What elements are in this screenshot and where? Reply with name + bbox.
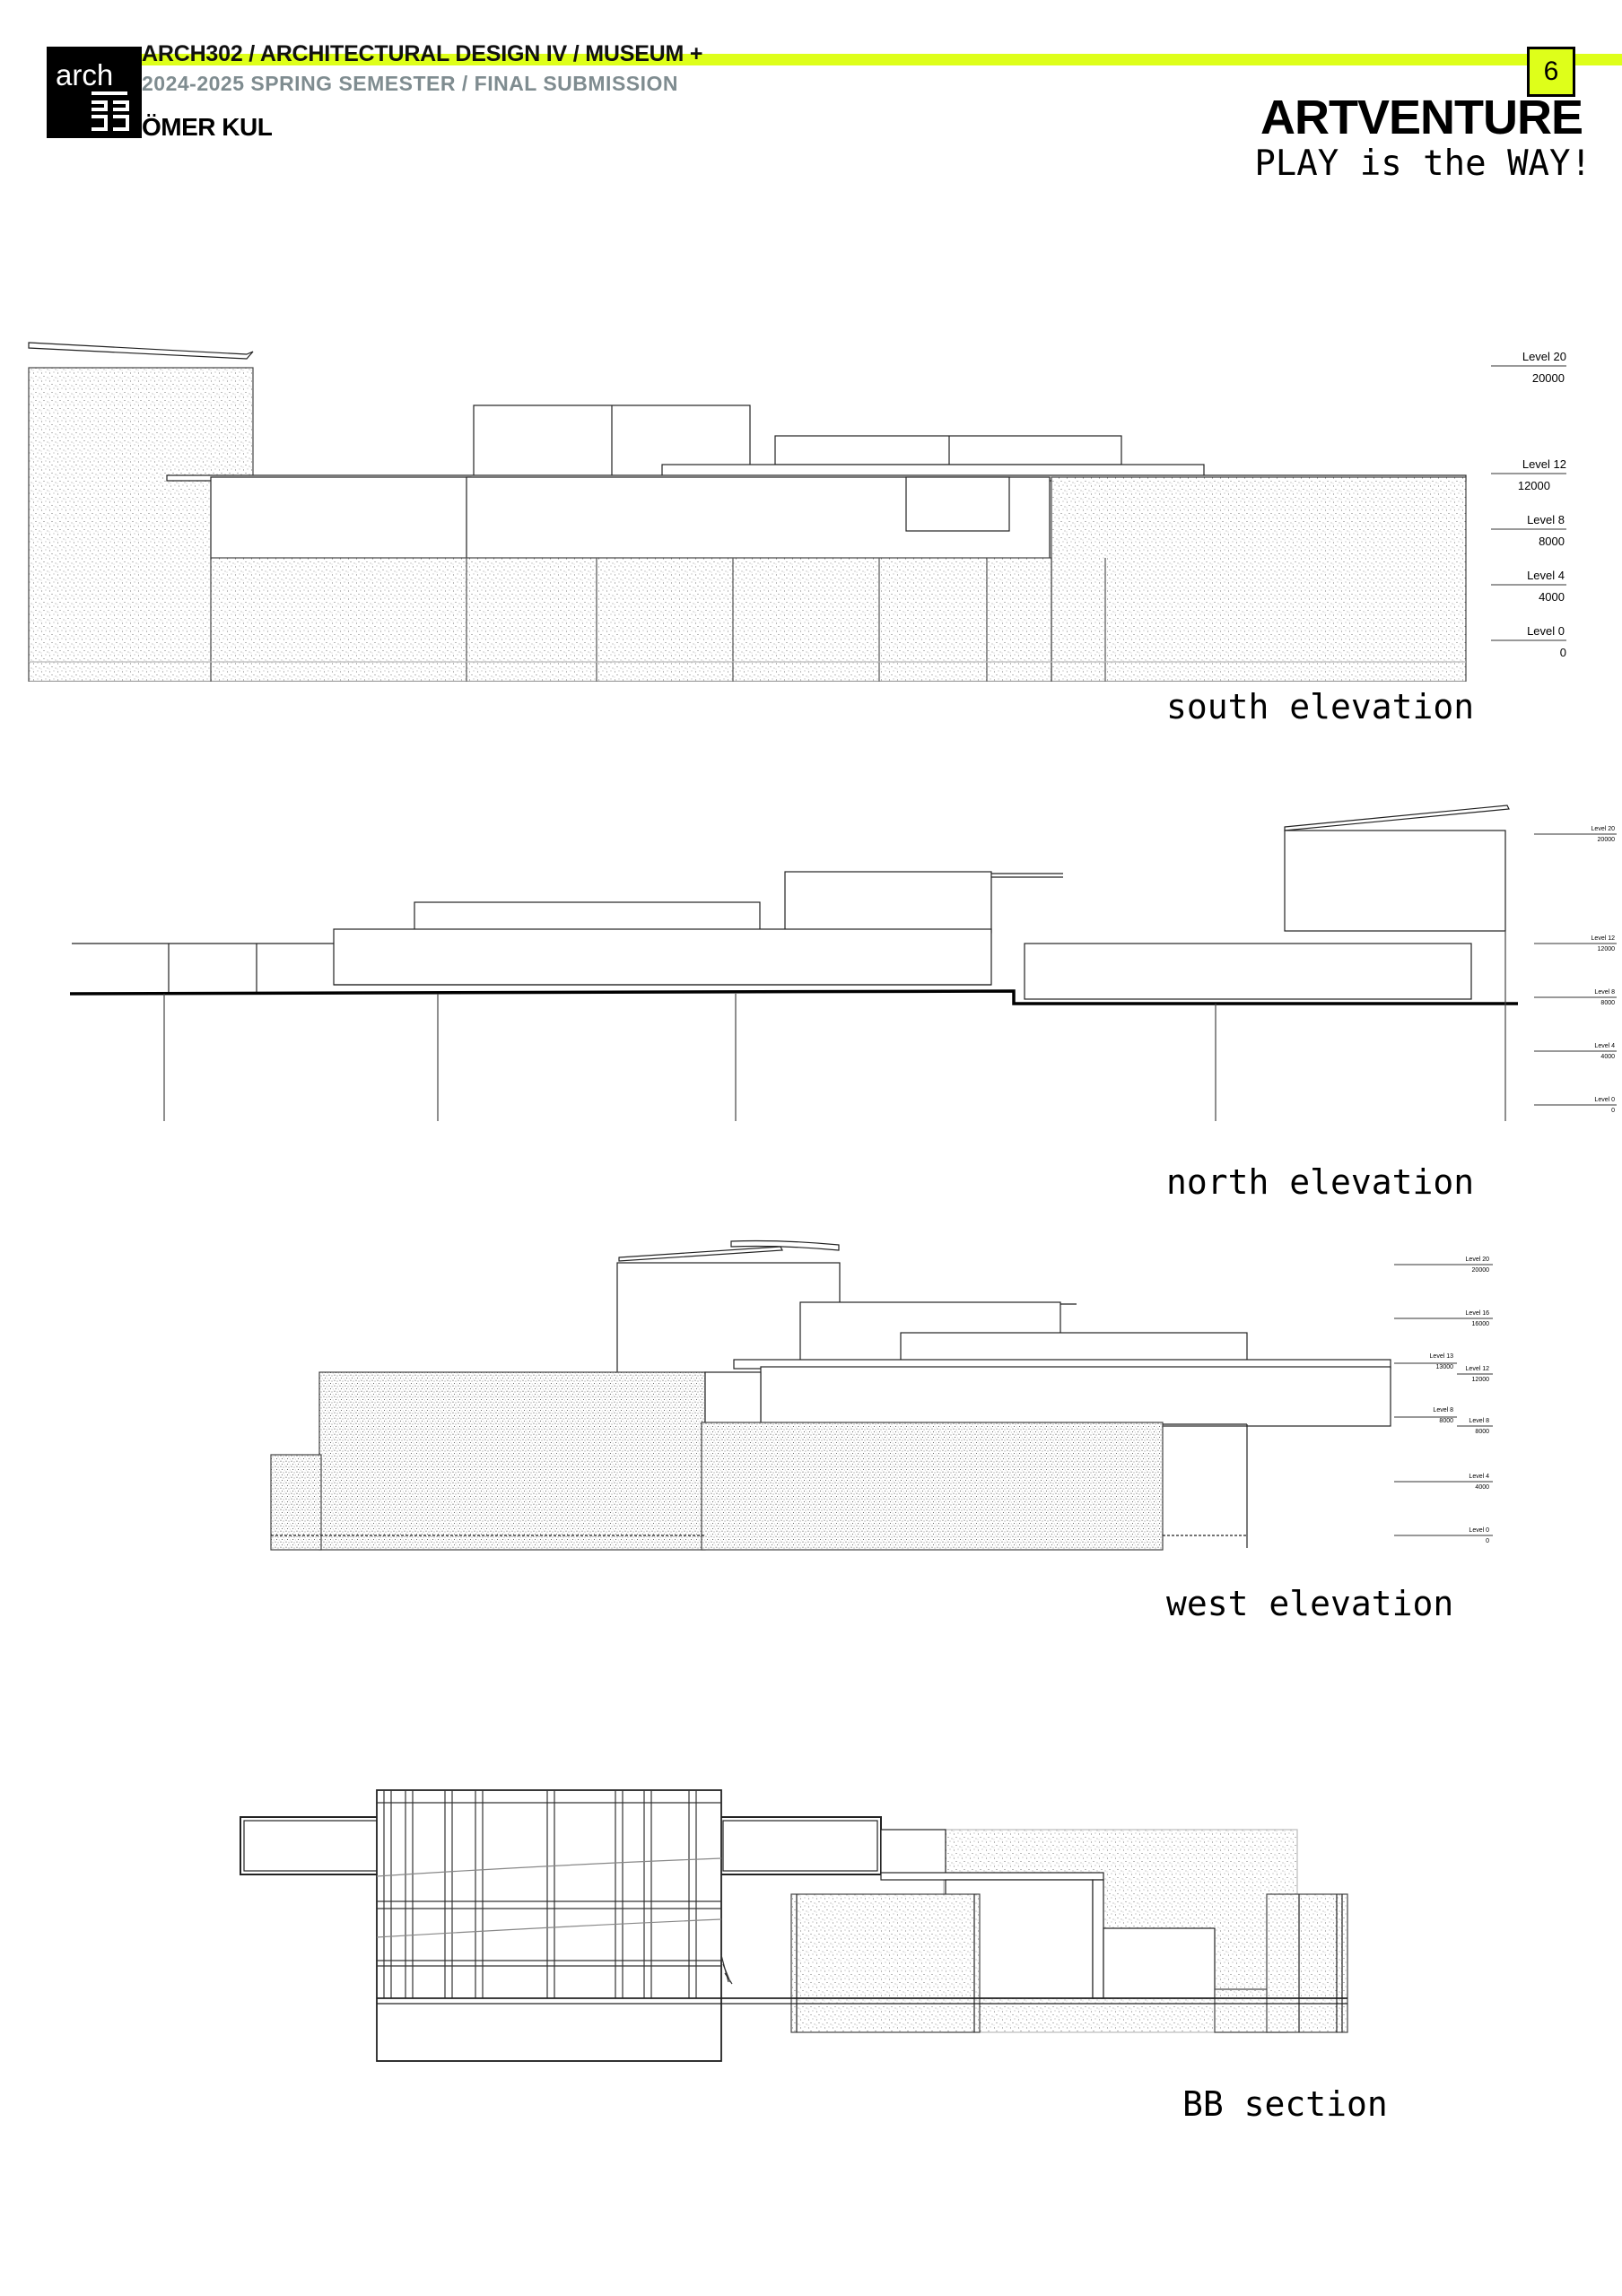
north-elevation-drawing: Level 20 20000 Level 12 12000 Level 8 80… — [69, 804, 1617, 1121]
south-elevation-drawing: Level 20 20000 Level 12 12000 Level 8 80… — [28, 342, 1566, 682]
north-elevation-caption: north elevation — [1166, 1162, 1475, 1202]
level-label: Level 0 — [1527, 624, 1565, 638]
level-label: Level 4 — [1469, 1474, 1489, 1480]
bb-section-drawing — [240, 1789, 1348, 2062]
level-markers: Level 20 20000 Level 12 12000 Level 8 80… — [1534, 826, 1617, 1114]
level-label: Level 13 — [1430, 1353, 1454, 1360]
level-label: Level 20 — [1591, 826, 1616, 832]
accent-bar — [142, 54, 1622, 65]
level-label: Level 20 — [1466, 1257, 1490, 1263]
level-value: 16000 — [1472, 1321, 1490, 1327]
bb-section-caption: BB section — [1182, 2084, 1388, 2124]
level-value: 0 — [1611, 1108, 1615, 1114]
level-value: 4000 — [1475, 1484, 1489, 1491]
arch-logo: arch — [47, 47, 142, 138]
level-label: Level 4 — [1527, 569, 1565, 582]
level-value: 12000 — [1598, 946, 1616, 952]
level-label: Level 8 — [1433, 1407, 1453, 1413]
level-value: 20000 — [1532, 371, 1565, 385]
west-elevation-drawing: Level 20 20000 Level 16 16000 Level 13 1… — [270, 1239, 1493, 1551]
level-markers: Level 20 20000 Level 16 16000 Level 13 1… — [1394, 1257, 1493, 1544]
level-label: Level 8 — [1469, 1418, 1489, 1424]
level-value: 12000 — [1472, 1377, 1490, 1383]
level-value: 8000 — [1600, 1000, 1615, 1006]
level-value: 0 — [1486, 1538, 1489, 1544]
project-title: ARTVENTURE — [1260, 91, 1583, 144]
semester-label: 2024-2025 SPRING SEMESTER / FINAL SUBMIS… — [142, 72, 679, 95]
course-title: ARCH302 / ARCHITECTURAL DESIGN IV / MUSE… — [142, 41, 703, 66]
level-value: 12000 — [1518, 479, 1550, 492]
level-value: 8000 — [1475, 1429, 1489, 1435]
level-label: Level 4 — [1594, 1043, 1615, 1049]
level-markers: Level 20 20000 Level 12 12000 Level 8 80… — [1491, 350, 1566, 659]
level-value: 8000 — [1439, 1418, 1453, 1424]
west-elevation-caption: west elevation — [1166, 1584, 1454, 1623]
level-value: 8000 — [1539, 535, 1565, 548]
logo-glyph-icon — [92, 91, 129, 131]
level-label: Level 20 — [1522, 350, 1566, 363]
level-label: Level 12 — [1522, 457, 1566, 471]
level-value: 20000 — [1598, 837, 1616, 843]
project-tagline: PLAY is the WAY! — [1254, 144, 1591, 184]
level-value: 20000 — [1472, 1267, 1490, 1274]
level-value: 4000 — [1600, 1054, 1615, 1060]
level-label: Level 16 — [1466, 1310, 1490, 1317]
page-number: 6 — [1527, 47, 1575, 97]
level-label: Level 8 — [1527, 513, 1565, 526]
level-label: Level 12 — [1591, 935, 1616, 942]
level-value: 13000 — [1436, 1364, 1454, 1370]
author-name: ÖMER KUL — [142, 113, 273, 141]
level-value: 0 — [1560, 646, 1566, 659]
level-label: Level 12 — [1466, 1366, 1490, 1372]
logo-text: arch — [56, 58, 113, 91]
level-label: Level 0 — [1469, 1527, 1489, 1534]
level-label: Level 8 — [1594, 989, 1615, 996]
south-elevation-caption: south elevation — [1166, 687, 1475, 726]
level-value: 4000 — [1539, 590, 1565, 604]
level-label: Level 0 — [1594, 1097, 1615, 1103]
